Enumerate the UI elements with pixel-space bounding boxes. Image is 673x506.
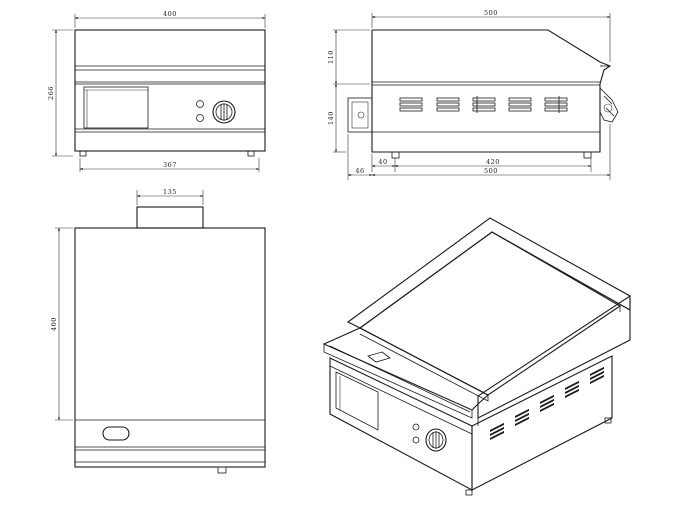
- dim-side-total-depth: 500: [484, 167, 498, 175]
- dim-side-rear-offset: 40: [378, 158, 387, 166]
- iso-front-rail: [322, 327, 489, 411]
- side-view: 500 110 140 40 420 46 500: [327, 9, 619, 180]
- side-foot: [583, 151, 592, 159]
- dim-front-inner-width: 367: [163, 161, 177, 169]
- indicator-light-icon: [196, 114, 204, 122]
- iso-griddle-plate: [358, 231, 622, 396]
- top-body-outline: [74, 227, 266, 468]
- dim-side-lower-height: 140: [327, 111, 335, 125]
- dim-side-rear-overhang: 46: [355, 167, 364, 175]
- iso-control-knob-icon: [425, 428, 447, 452]
- front-body-outline: [74, 29, 266, 152]
- dim-top-depth: 400: [50, 317, 58, 331]
- iso-foot: [604, 417, 612, 424]
- front-view: 400 266 367: [47, 10, 266, 172]
- side-knob-icon: [599, 87, 619, 123]
- control-knob-icon: [212, 100, 236, 124]
- iso-indicator-light-icon: [412, 423, 420, 431]
- top-knob-icon: [217, 466, 227, 474]
- dim-side-depth: 500: [484, 9, 498, 17]
- dim-side-feet-span: 420: [486, 158, 500, 166]
- isometric-view: [322, 217, 631, 496]
- dim-front-width: 400: [163, 10, 177, 18]
- side-vents: [399, 96, 568, 113]
- iso-side-panel: [471, 355, 613, 491]
- front-foot: [247, 150, 255, 157]
- dim-side-upper-height: 110: [327, 50, 335, 64]
- side-rear-box: [347, 97, 373, 133]
- front-foot: [79, 150, 87, 157]
- iso-drip-tray: [335, 371, 379, 431]
- side-body-outline: [371, 29, 612, 153]
- front-drip-tray: [83, 86, 149, 129]
- top-view: 135 400: [50, 188, 266, 474]
- side-foot: [391, 151, 400, 159]
- dim-front-height: 266: [47, 86, 55, 100]
- indicator-light-icon: [196, 100, 204, 108]
- iso-indicator-light-icon: [412, 436, 420, 444]
- iso-vents: [490, 366, 604, 440]
- drain-hole-icon: [102, 426, 130, 441]
- dim-top-rear-width: 135: [163, 188, 177, 196]
- top-rear-box: [136, 206, 204, 229]
- iso-slot: [367, 351, 391, 363]
- iso-foot: [465, 489, 473, 496]
